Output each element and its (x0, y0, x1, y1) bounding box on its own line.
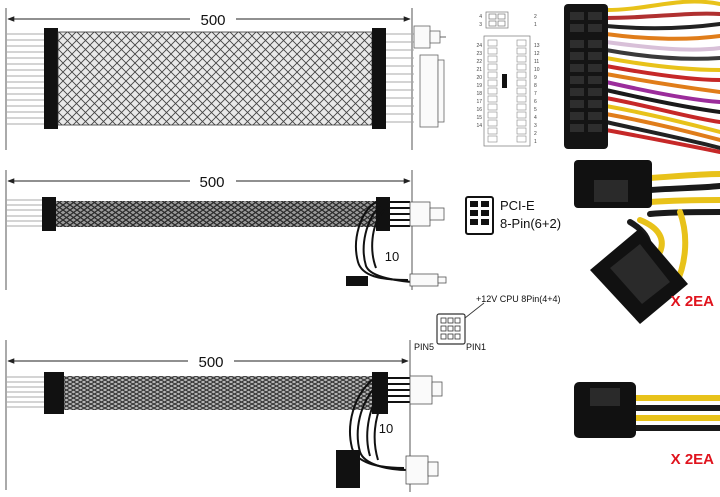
pin-label-r1: 1 (534, 22, 537, 28)
pinout-4pin-block (485, 11, 509, 29)
pin-label-r7: 8 (534, 83, 537, 89)
cable-2-split-wires (355, 201, 413, 283)
pin-label-l3: 23 (476, 51, 482, 57)
cpu-photo-latch (590, 388, 620, 406)
pin-label-l10: 16 (476, 107, 482, 113)
pin-label-l2: 24 (476, 43, 482, 49)
cable-3-cpu: 500 10 (5, 340, 443, 492)
pin-label-l8: 18 (476, 91, 482, 97)
cpu-label-leader (464, 302, 485, 319)
pinout-key-tab (502, 74, 507, 88)
pin-label-r12: 3 (534, 123, 537, 129)
pcie-connector-drawing (409, 201, 447, 287)
cable-2-pcie: 500 10 (5, 170, 447, 290)
pin-label-l4: 22 (476, 59, 482, 65)
pin-label-r10: 5 (534, 107, 537, 113)
cable-3-wires (6, 376, 44, 408)
pin-label-l6: 20 (476, 75, 482, 81)
cable-2-right-clamp (376, 197, 390, 231)
cable-1-dimension-bg (190, 10, 236, 28)
cable-2-split-length-label: 10 (385, 249, 399, 264)
cable-2-wires (6, 199, 42, 227)
cable-3-dimension-bg (188, 352, 234, 370)
pin-label-r2: 13 (534, 43, 540, 49)
cpu-connector-drawing (405, 375, 443, 485)
cable-1-atx: 500 (5, 8, 446, 150)
cable-3-lower-clamp (336, 450, 360, 488)
pin-label-r4: 11 (534, 59, 539, 65)
pin-label-l7: 19 (476, 83, 482, 89)
cable-1-mesh-sleeve (57, 31, 373, 126)
pin-label-r3: 12 (534, 51, 540, 57)
pcie-connector-pins: 8-Pin(6+2) (500, 216, 561, 231)
pin-label-r13: 2 (534, 131, 537, 137)
cable-2-length-label: 500 (199, 174, 224, 191)
pin-label-r6: 9 (534, 75, 537, 81)
atx-photo-pin-slots (570, 12, 602, 132)
pin-label-l12: 14 (476, 123, 482, 129)
pin-label-l5: 21 (476, 67, 482, 73)
pin-label-r9: 6 (534, 99, 537, 105)
pin-label-r11: 4 (534, 115, 537, 121)
cpu-pin5-label: PIN5 (414, 342, 434, 352)
pcie-icon-block: PCI-E 8-Pin(6+2) (465, 196, 561, 235)
cable-1-wires (6, 33, 414, 125)
pcie-photo-2pin-face (610, 244, 670, 304)
atx-pinout-diagram: 4 3 24 23 22 21 20 19 18 17 16 15 14 2 1… (476, 11, 540, 147)
pin-label-r5: 10 (534, 67, 540, 73)
cpu-connector-photo: X 2EA (574, 382, 720, 468)
cpu-photo-housing (574, 382, 636, 438)
cable-3-split-length-label: 10 (379, 421, 393, 436)
pinout-pin-grid (487, 39, 527, 143)
pin-label-l0: 4 (479, 14, 482, 20)
cpu-photo-wires (630, 395, 720, 431)
pcie-photo-latch (594, 180, 628, 202)
cpu-connector-block: +12V CPU 8Pin(4+4) PIN5 PIN1 (414, 294, 561, 352)
cable-1-length-label: 500 (200, 12, 225, 29)
pin-label-l11: 15 (476, 115, 482, 121)
pin-label-r8: 7 (534, 91, 537, 97)
cable-2-left-clamp (42, 197, 56, 231)
cable-3-length-label: 500 (198, 354, 223, 371)
atx-photo-wires (604, 0, 720, 154)
pin-label-l1: 3 (479, 22, 482, 28)
cable-1-right-clamp (372, 28, 386, 129)
cpu-pin1-label: PIN1 (466, 342, 486, 352)
pin-label-r14: 1 (534, 139, 537, 145)
cable-1-left-clamp (44, 28, 58, 129)
pcie-quantity-label: X 2EA (671, 293, 715, 310)
pcie-icon-pins (470, 201, 489, 225)
cpu-icon-pins (440, 317, 461, 340)
pcie-connector-photo: X 2EA (574, 160, 720, 324)
cable-3-left-clamp (44, 372, 64, 414)
cpu-connector-label: +12V CPU 8Pin(4+4) (476, 294, 561, 304)
pin-label-l9: 17 (476, 99, 482, 105)
cable-2-lower-clamp (346, 276, 368, 286)
atx-connector-drawing (413, 25, 445, 128)
cable-3-braid-sleeve (64, 376, 372, 410)
cable-2-dimension-bg (190, 172, 236, 190)
pin-label-r0: 2 (534, 14, 537, 20)
cpu-quantity-label: X 2EA (671, 451, 715, 468)
atx-connector-photo (564, 0, 720, 154)
pcie-connector-name: PCI-E (500, 198, 535, 213)
cable-2-braid-sleeve (56, 201, 376, 227)
